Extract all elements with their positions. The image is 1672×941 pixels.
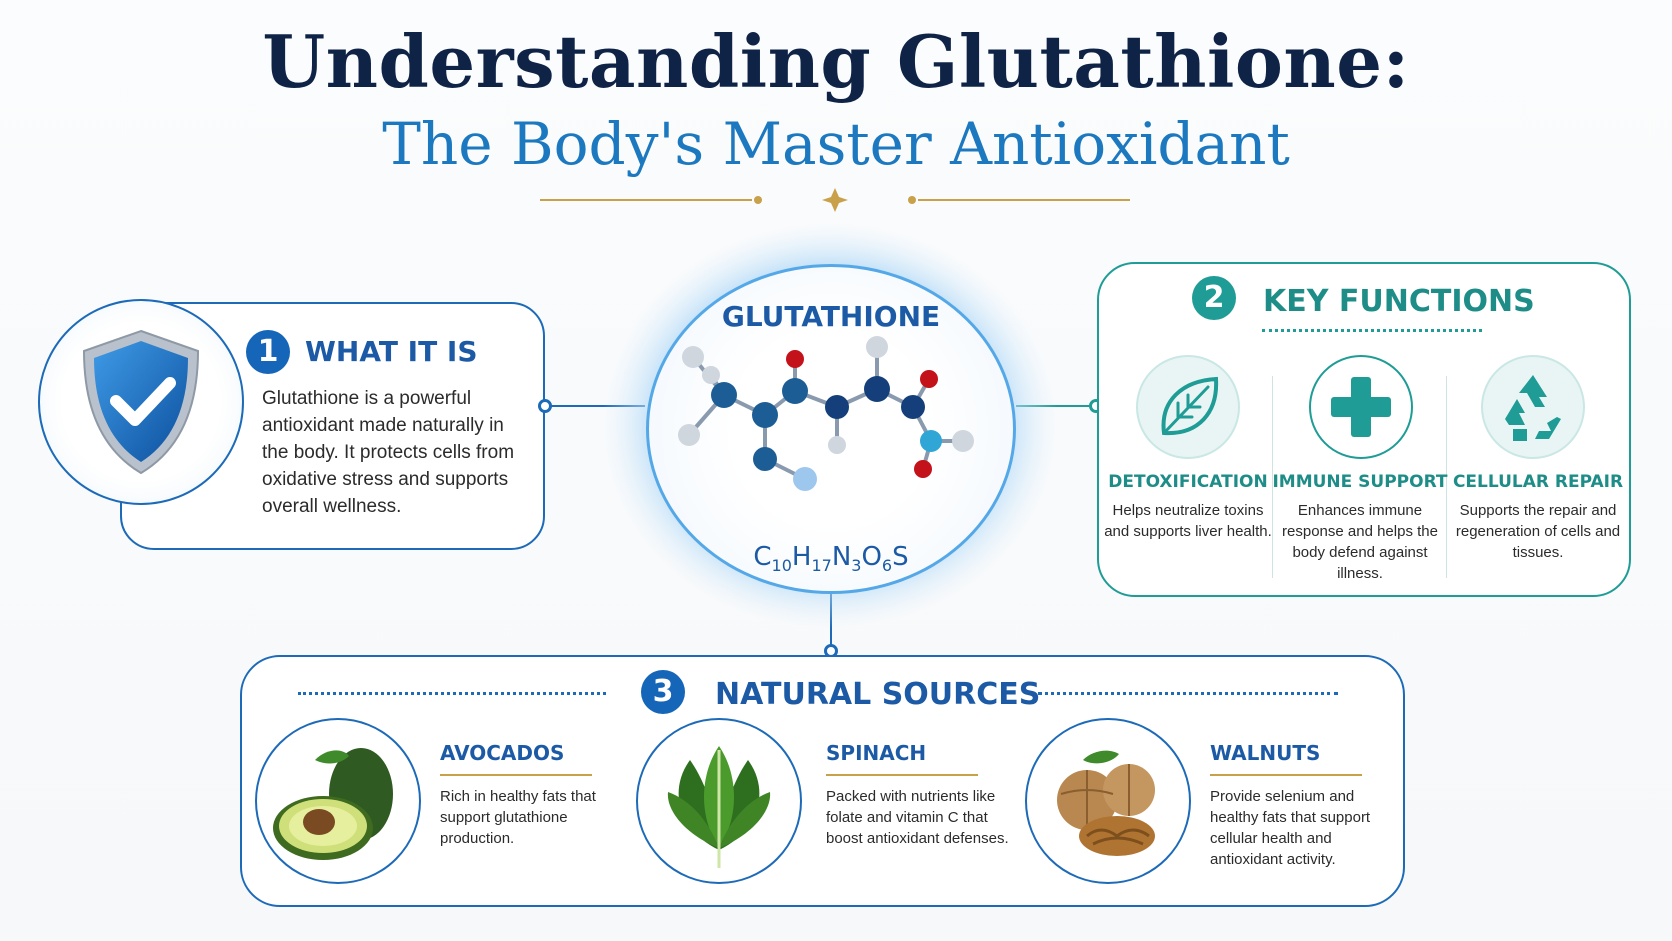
detox-circle <box>1136 355 1240 459</box>
connector-line <box>1016 405 1100 407</box>
spinach-circle <box>636 718 802 884</box>
connector-dot <box>538 399 552 413</box>
title-divider <box>540 188 1130 212</box>
walnut-icon <box>1057 750 1155 856</box>
function-title: IMMUNE SUPPORT <box>1272 472 1448 492</box>
plus-icon <box>1331 377 1391 437</box>
recycle-icon <box>1505 375 1561 441</box>
star-icon <box>822 188 848 212</box>
section-number-badge: 2 <box>1192 276 1236 320</box>
avocado-circle <box>255 718 421 884</box>
function-title: DETOXIFICATION <box>1108 472 1268 492</box>
heading-dotted-line <box>298 692 606 695</box>
function-text: Helps neutralize toxins and supports liv… <box>1104 502 1272 540</box>
molecule-circle <box>646 264 1016 594</box>
food-text: Packed with nutrients like folate and vi… <box>826 788 1009 847</box>
leaf-icon <box>1161 376 1219 436</box>
function-text: Enhances immune response and helps the b… <box>1282 502 1438 582</box>
what-it-is-heading: WHAT IT IS <box>305 335 478 368</box>
key-functions-heading: KEY FUNCTIONS <box>1263 284 1535 319</box>
function-separator <box>1446 376 1447 578</box>
food-underline <box>1210 774 1362 776</box>
spinach-icon <box>667 746 771 868</box>
heading-underline <box>1262 329 1482 332</box>
natural-sources-card <box>240 655 1405 907</box>
section-number-badge: 3 <box>641 670 685 714</box>
avocado-icon <box>273 748 393 860</box>
food-title: AVOCADOS <box>440 741 565 765</box>
food-underline <box>440 774 592 776</box>
heading-dotted-line <box>1038 692 1338 695</box>
walnuts-circle <box>1025 718 1191 884</box>
shield-circle <box>38 299 244 505</box>
function-separator <box>1272 376 1273 578</box>
page-subtitle: The Body's Master Antioxidant <box>382 110 1290 178</box>
molecule-name: GLUTATHIONE <box>721 300 941 333</box>
immune-circle <box>1309 355 1413 459</box>
food-title: SPINACH <box>826 741 927 765</box>
molecule-formula: C10H17N3O6S <box>753 542 909 576</box>
connector-line <box>545 405 645 407</box>
food-title: WALNUTS <box>1210 741 1321 765</box>
food-text: Provide selenium and healthy fats that s… <box>1210 788 1371 868</box>
page-title: Understanding Glutathione: <box>262 19 1410 104</box>
section-number-badge: 1 <box>246 330 290 374</box>
food-text: Rich in healthy fats that support glutat… <box>440 788 596 847</box>
function-text: Supports the repair and regeneration of … <box>1455 502 1621 561</box>
food-underline <box>826 774 978 776</box>
natural-sources-heading: NATURAL SOURCES <box>715 677 1041 712</box>
shield-check-icon <box>82 329 200 475</box>
molecule-icon <box>678 336 974 491</box>
function-title: CELLULAR REPAIR <box>1452 472 1624 492</box>
what-it-is-text: Glutathione is a powerful antioxidant ma… <box>262 388 515 517</box>
repair-circle <box>1481 355 1585 459</box>
